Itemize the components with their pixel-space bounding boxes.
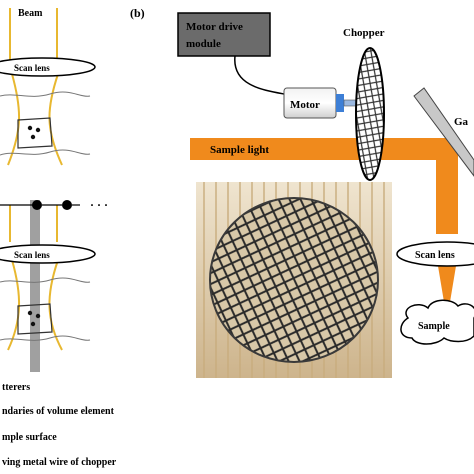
legend: tterers ndaries of volume element mple s… (2, 382, 117, 468)
legend-item-metal-wire: ving metal wire of chopper (2, 457, 117, 468)
scatterer-dot (35, 127, 41, 133)
focusing-beam (436, 254, 458, 320)
sample-label: Sample (418, 321, 450, 332)
scatterer-dot (30, 134, 36, 140)
motor-label: Motor (290, 99, 320, 111)
left-panel: Beam Scan lens (0, 8, 117, 468)
top-beam (7, 8, 63, 166)
chopper-wire-shadow (30, 200, 40, 372)
ellipsis-text: · · · (90, 198, 108, 212)
motor: Motor (283, 87, 359, 119)
right-scan-lens: Scan lens (396, 241, 474, 267)
motor-cap (336, 94, 344, 112)
motor-drive-label-line1: Motor drive (186, 21, 243, 33)
galvo-mirror: Ga (413, 87, 474, 177)
motor-drive-label-line2: module (186, 38, 221, 50)
chopper-label: Chopper (343, 27, 385, 39)
motor-drive-module: Motor drive module (177, 12, 271, 57)
bottom-volume-element (17, 303, 53, 335)
right-panel: (b) Motor drive module Motor Sample ligh… (130, 6, 474, 378)
sample-light-path (190, 138, 458, 234)
sample-light-label: Sample light (210, 144, 269, 156)
wire-markers: · · · (0, 198, 108, 212)
legend-item-boundaries: ndaries of volume element (2, 406, 115, 417)
photo-mesh-disc (209, 197, 379, 363)
scan-lens-label: Scan lens (14, 250, 50, 260)
bottom-boundaries (0, 277, 91, 341)
panel-label-b: (b) (130, 6, 145, 20)
galvo-label: Ga (454, 116, 469, 128)
scatterer-dot (27, 125, 33, 131)
legend-item-sample-surface: mple surface (2, 432, 57, 443)
top-volume-element (17, 117, 53, 149)
beam-label: Beam (18, 8, 43, 19)
top-boundaries (0, 91, 91, 156)
chopper: Chopper (343, 27, 385, 181)
bottom-scan-lens: Scan lens (0, 244, 96, 264)
legend-item-scatterers: tterers (2, 382, 30, 393)
chopper-photo (196, 182, 392, 378)
sample-cloud: Sample (400, 299, 474, 345)
scatterer-dot (35, 313, 41, 319)
scan-lens-label-right: Scan lens (415, 250, 455, 261)
scatterer-dot (30, 321, 36, 327)
bottom-beam (7, 205, 63, 351)
drive-cable (234, 55, 285, 95)
scatterer-dot (27, 310, 33, 316)
scan-lens-label: Scan lens (14, 63, 50, 73)
top-scan-lens: Scan lens (0, 57, 96, 77)
